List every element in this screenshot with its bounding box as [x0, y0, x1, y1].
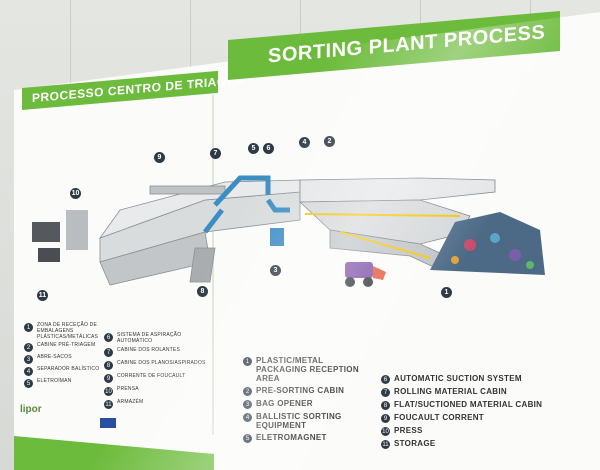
legend-text: FOUCAULT CORRENT	[394, 413, 484, 422]
legend-item: 11 STORAGE	[381, 439, 546, 449]
legend-item: 4 BALLISTIC SORTING EQUIPMENT	[243, 412, 373, 430]
legend-number: 4	[243, 413, 252, 422]
lipor-logo: lipor	[20, 404, 42, 415]
legend-text: ABRE-SACOS	[37, 354, 72, 360]
bubble-7: 7	[210, 148, 221, 159]
legend-item: 9 FOUCAULT CORRENT	[381, 413, 546, 423]
legend-text: ELETROMAGNET	[256, 433, 327, 442]
legend-text: SISTEMA DE ASPIRAÇÃO AUTOMÁTICO	[117, 332, 182, 344]
legend-en-right: 6 AUTOMATIC SUCTION SYSTEM 7 ROLLING MATER…	[381, 374, 546, 452]
legend-item: 6 AUTOMATIC SUCTION SYSTEM	[381, 374, 546, 384]
board-divider	[212, 95, 214, 435]
eu-flag-icon	[100, 418, 116, 428]
legend-item: 10 PRENSA	[104, 386, 209, 396]
legend-number: 10	[104, 387, 113, 396]
storage-area	[32, 210, 88, 262]
legend-item: 3 ABRE-SACOS	[24, 354, 109, 364]
loader-vehicle	[345, 262, 386, 287]
legend-text: ELETROÍMAN	[37, 378, 72, 384]
bubble-6: 6	[263, 143, 274, 154]
legend-number: 11	[381, 440, 390, 449]
legend-number: 9	[104, 374, 113, 383]
legend-number: 3	[24, 355, 33, 364]
legend-item: 1 ZONA DE RECEÇÃO DE EMBALAGENS PLÁSTICAS…	[24, 322, 109, 340]
legend-item: 8 CABINE DOS PLANOS/ASPIRADOS	[104, 360, 209, 370]
bubble-11: 11	[37, 290, 48, 301]
legend-number: 3	[243, 400, 252, 409]
partner-logos	[60, 418, 120, 430]
bubble-4: 4	[299, 137, 310, 148]
legend-text: CABINE PRÉ-TRIAGEM	[37, 342, 96, 348]
bubble-10: 10	[70, 188, 81, 199]
legend-item: 3 BAG OPENER	[243, 399, 373, 409]
legend-item: 11 ARMAZÉM	[104, 399, 209, 409]
legend-text: BAG OPENER	[256, 399, 313, 408]
legend-text: ROLLING MATERIAL CABIN	[394, 387, 507, 396]
legend-item: 7 ROLLING MATERIAL CABIN	[381, 387, 546, 397]
legend-text: STORAGE	[394, 439, 436, 448]
legend-number: 8	[381, 401, 390, 410]
legend-number: 1	[24, 323, 33, 332]
legend-number: 8	[104, 361, 113, 370]
legend-number: 2	[24, 343, 33, 352]
waste-pile	[430, 212, 545, 275]
legend-number: 1	[243, 357, 252, 366]
legend-item: 2 CABINE PRÉ-TRIAGEM	[24, 342, 109, 352]
legend-item: 1 PLASTIC/METAL PACKAGING RECEPTION AREA	[243, 356, 373, 383]
legend-number: 9	[381, 414, 390, 423]
legend-text: AUTOMATIC SUCTION SYSTEM	[394, 374, 522, 383]
legend-number: 5	[24, 379, 33, 388]
legend-text: FLAT/SUCTIONED MATERIAL CABIN	[394, 400, 543, 409]
legend-item: 7 CABINE DOS ROLANTES	[104, 347, 209, 357]
legend-pt-left: 1 ZONA DE RECEÇÃO DE EMBALAGENS PLÁSTICAS…	[24, 322, 109, 390]
bubble-9: 9	[154, 152, 165, 163]
bubble-3: 3	[270, 265, 281, 276]
legend-item: 5 ELETROÍMAN	[24, 378, 109, 388]
legend-item: 4 SEPARADOR BALÍSTICO	[24, 366, 109, 376]
legend-number: 7	[381, 388, 390, 397]
legend-item: 8 FLAT/SUCTIONED MATERIAL CABIN	[381, 400, 546, 410]
legend-item: 10 PRESS	[381, 426, 546, 436]
suction-ducts	[203, 175, 290, 234]
legend-number: 7	[104, 348, 113, 357]
legend-text: PRESS	[394, 426, 423, 435]
legend-item: 9 CORRENTE DE FOUCAULT	[104, 373, 209, 383]
bubble-5: 5	[248, 143, 259, 154]
legend-text: SEPARADOR BALÍSTICO	[37, 366, 100, 372]
legend-text: PRE-SORTING CABIN	[256, 386, 345, 395]
legend-number: 6	[104, 333, 113, 342]
legend-item: 5 ELETROMAGNET	[243, 433, 373, 443]
legend-number: 5	[243, 434, 252, 443]
legend-text: BALLISTIC SORTING EQUIPMENT	[256, 412, 342, 430]
legend-item: 2 PRE-SORTING CABIN	[243, 386, 373, 396]
conveyors	[299, 177, 496, 271]
legend-number: 10	[381, 427, 390, 436]
bubble-8: 8	[197, 286, 208, 297]
legend-text: CABINE DOS ROLANTES	[117, 347, 180, 353]
bubble-2: 2	[324, 136, 335, 147]
legend-text: ARMAZÉM	[117, 399, 144, 405]
legend-number: 2	[243, 387, 252, 396]
legend-text: ZONA DE RECEÇÃO DE EMBALAGENS PLÁSTICAS/…	[37, 322, 99, 340]
legend-number: 6	[381, 375, 390, 384]
legend-number: 11	[104, 400, 113, 409]
legend-text: CORRENTE DE FOUCAULT	[117, 373, 186, 379]
legend-item: 6 SISTEMA DE ASPIRAÇÃO AUTOMÁTICO	[104, 332, 209, 344]
ballistic-unit	[270, 228, 284, 246]
legend-number: 4	[24, 367, 33, 376]
legend-text: PLASTIC/METAL PACKAGING RECEPTION AREA	[256, 356, 359, 383]
legend-text: CABINE DOS PLANOS/ASPIRADOS	[117, 360, 206, 366]
legend-text: PRENSA	[117, 386, 139, 392]
sorting-building	[98, 179, 301, 286]
bubble-1: 1	[441, 287, 452, 298]
